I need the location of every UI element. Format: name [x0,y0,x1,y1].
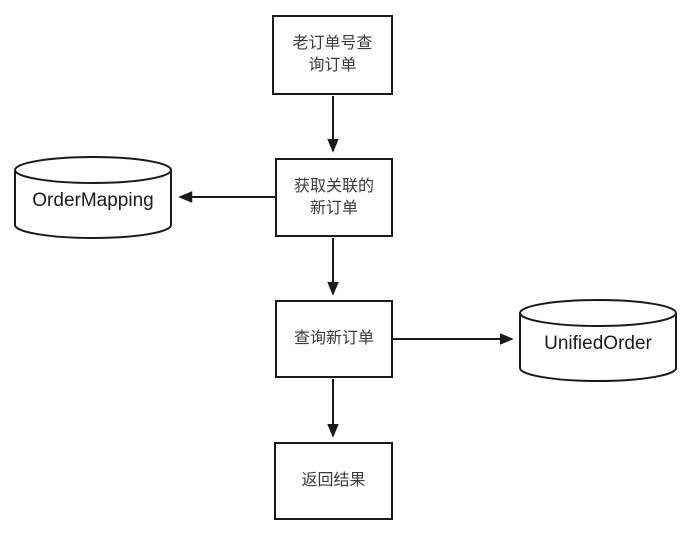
database-node-ordermapping-label: OrderMapping [32,189,154,211]
database-cylinder-unifiedorder [519,299,677,382]
process-node-old-order-query: 老订单号查 询订单 [272,15,393,95]
process-node-query-new-order-label: 查询新订单 [293,330,374,347]
process-node-return-result: 返回结果 [274,442,393,520]
process-node-query-new-order: 查询新订单 [275,300,393,378]
process-node-get-associated-order: 获取关联的 新订单 [275,158,393,237]
database-cylinder-ordermapping [14,156,172,239]
process-node-get-associated-order-label: 获取关联的 新订单 [293,177,374,217]
process-node-return-result-label: 返回结果 [301,472,366,489]
database-node-unifiedorder-label: UnifiedOrder [544,332,652,354]
process-node-old-order-query-label: 老订单号查 询订单 [292,35,373,74]
